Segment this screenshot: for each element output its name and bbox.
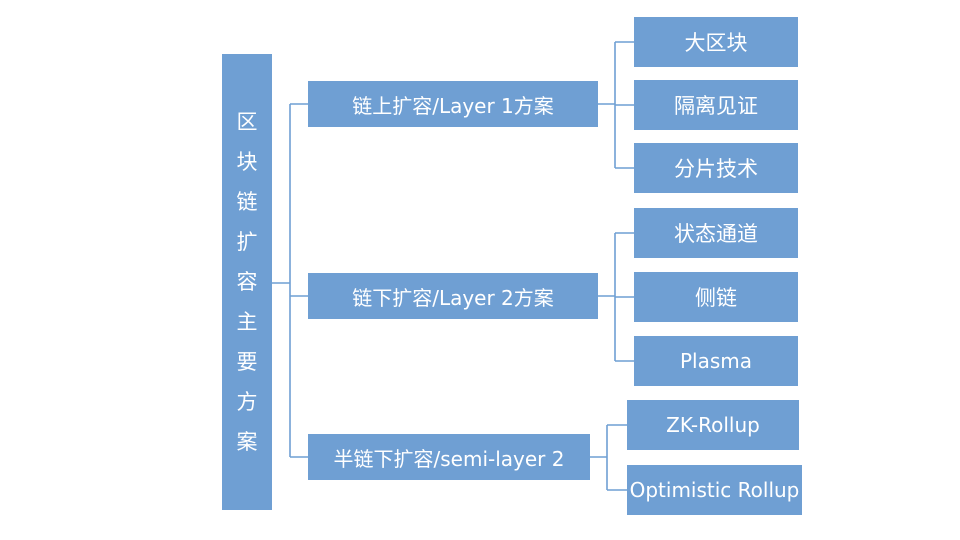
branch-node-semi-layer2: 半链下扩容/semi-layer 2 (308, 434, 590, 480)
branch-label: 链下扩容/Layer 2方案 (352, 285, 554, 310)
root-label: 区块链扩容主要方案 (236, 110, 258, 454)
leaf-label: ZK-Rollup (666, 413, 760, 437)
leaf-label: 隔离见证 (674, 94, 758, 118)
leaf-label: 侧链 (695, 286, 737, 310)
leaf-node: 隔离见证 (634, 80, 798, 130)
branch-node-layer1: 链上扩容/Layer 1方案 (308, 81, 598, 127)
leaf-node: Optimistic Rollup (627, 465, 802, 515)
leaf-label: Plasma (679, 349, 753, 373)
leaf-label: 分片技术 (674, 157, 758, 181)
leaf-node: 侧链 (634, 272, 798, 322)
leaf-node: 分片技术 (634, 143, 798, 193)
leaf-node: ZK-Rollup (627, 400, 799, 450)
branch-label: 链上扩容/Layer 1方案 (352, 93, 554, 118)
root-node: 区块链扩容主要方案 (222, 54, 272, 510)
leaf-node: 状态通道 (634, 208, 798, 258)
branch-node-layer2: 链下扩容/Layer 2方案 (308, 273, 598, 319)
leaf-node: 大区块 (634, 17, 798, 67)
leaf-label: Optimistic Rollup (629, 478, 800, 502)
leaf-label: 状态通道 (674, 222, 758, 246)
leaf-node: Plasma (634, 336, 798, 386)
leaf-label: 大区块 (684, 31, 748, 55)
branch-label: 半链下扩容/semi-layer 2 (333, 446, 565, 471)
